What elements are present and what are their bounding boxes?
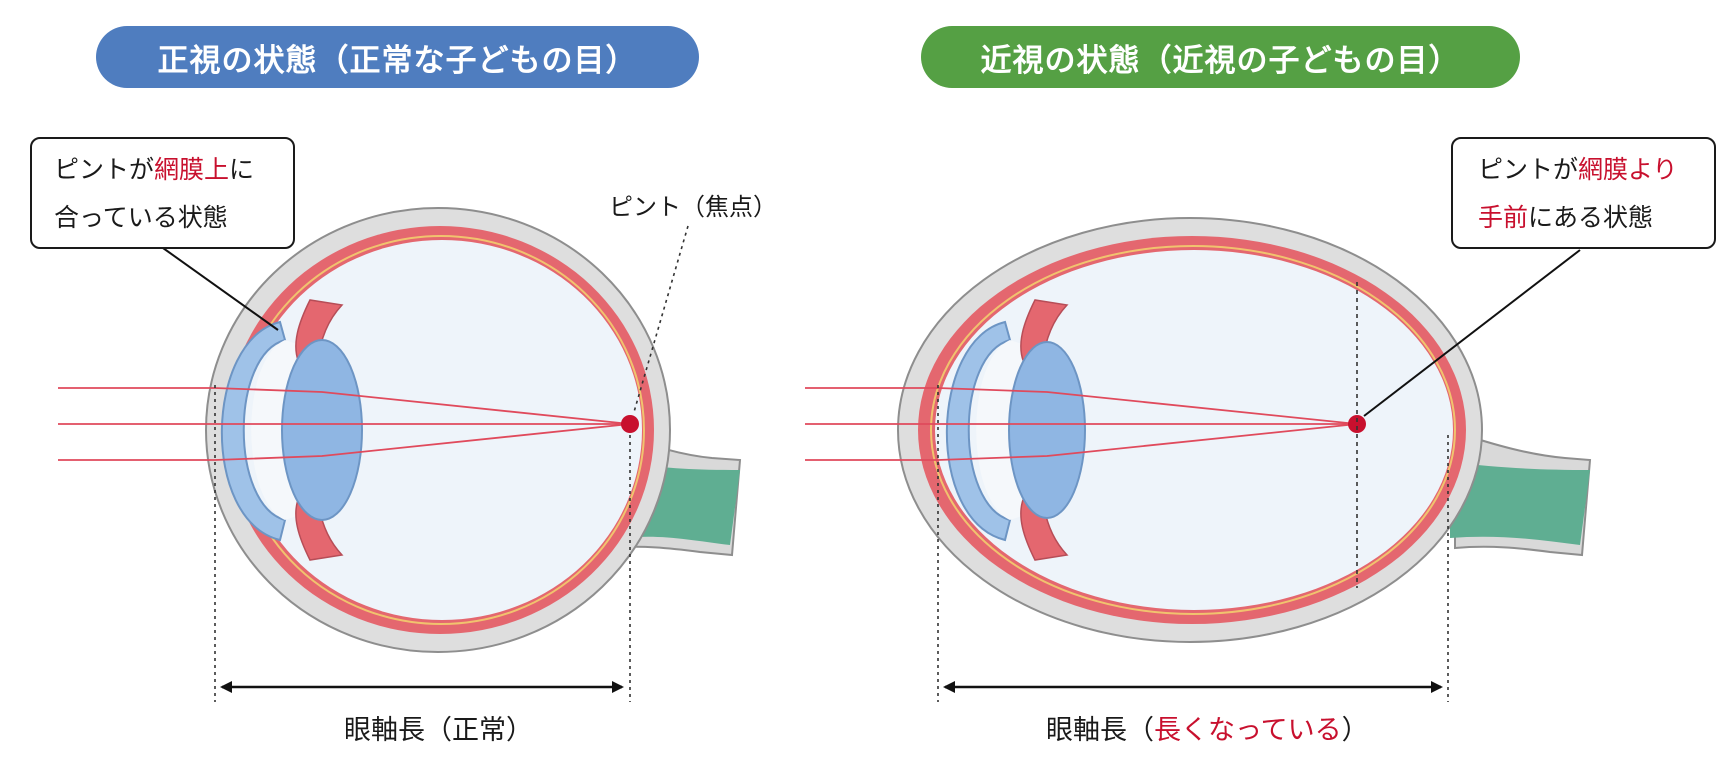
optic-nerve xyxy=(1450,462,1590,545)
callout-text: にある状態 xyxy=(1528,203,1654,232)
refracted-ray xyxy=(937,423,1358,461)
focal-point xyxy=(1348,415,1366,433)
callout-pointer xyxy=(162,247,279,331)
callout-text: ピントが xyxy=(54,155,155,184)
callout-emphasis: 手前 xyxy=(1478,203,1529,232)
lens xyxy=(281,339,363,521)
normal-eye-title: 正視の状態（正常な子どもの目） xyxy=(96,26,699,88)
focal-point-label: ピント（焦点） xyxy=(609,193,777,221)
focus-pointer xyxy=(633,225,689,413)
refracted-ray xyxy=(214,387,631,425)
cornea xyxy=(945,320,1012,542)
axial-label-emphasis: 長くなっている xyxy=(1154,715,1342,746)
myopic-axial-length-label: 眼軸長（長くなっている） xyxy=(1046,708,1369,747)
lens xyxy=(1008,341,1086,519)
callout-text: ピントが xyxy=(1478,155,1579,184)
focal-point xyxy=(621,415,639,433)
callout-emphasis: 網膜上 xyxy=(154,155,230,184)
normal-axial-length-label: 眼軸長（正常） xyxy=(344,715,533,746)
myopic-eye-title: 近視の状態（近視の子どもの目） xyxy=(921,26,1520,88)
callout-pointer xyxy=(1363,249,1581,417)
myopic-focus-callout: ピントが網膜より 手前にある状態 xyxy=(1451,137,1716,249)
vitreous-body xyxy=(935,250,1453,610)
normal-focus-callout: ピントが網膜上に 合っている状態 xyxy=(30,137,295,249)
refracted-ray xyxy=(937,387,1358,425)
refracted-ray xyxy=(214,423,631,461)
axial-label-text: 眼軸長（ xyxy=(1046,715,1154,746)
axial-label-text: ） xyxy=(1341,715,1369,746)
callout-text: に xyxy=(229,155,255,184)
vitreous-body xyxy=(242,240,642,620)
myopic-eye xyxy=(805,217,1592,702)
cornea xyxy=(220,320,287,542)
callout-emphasis: 網膜より xyxy=(1578,155,1678,184)
normal-eye xyxy=(58,207,742,702)
callout-text: 合っている状態 xyxy=(54,203,228,232)
